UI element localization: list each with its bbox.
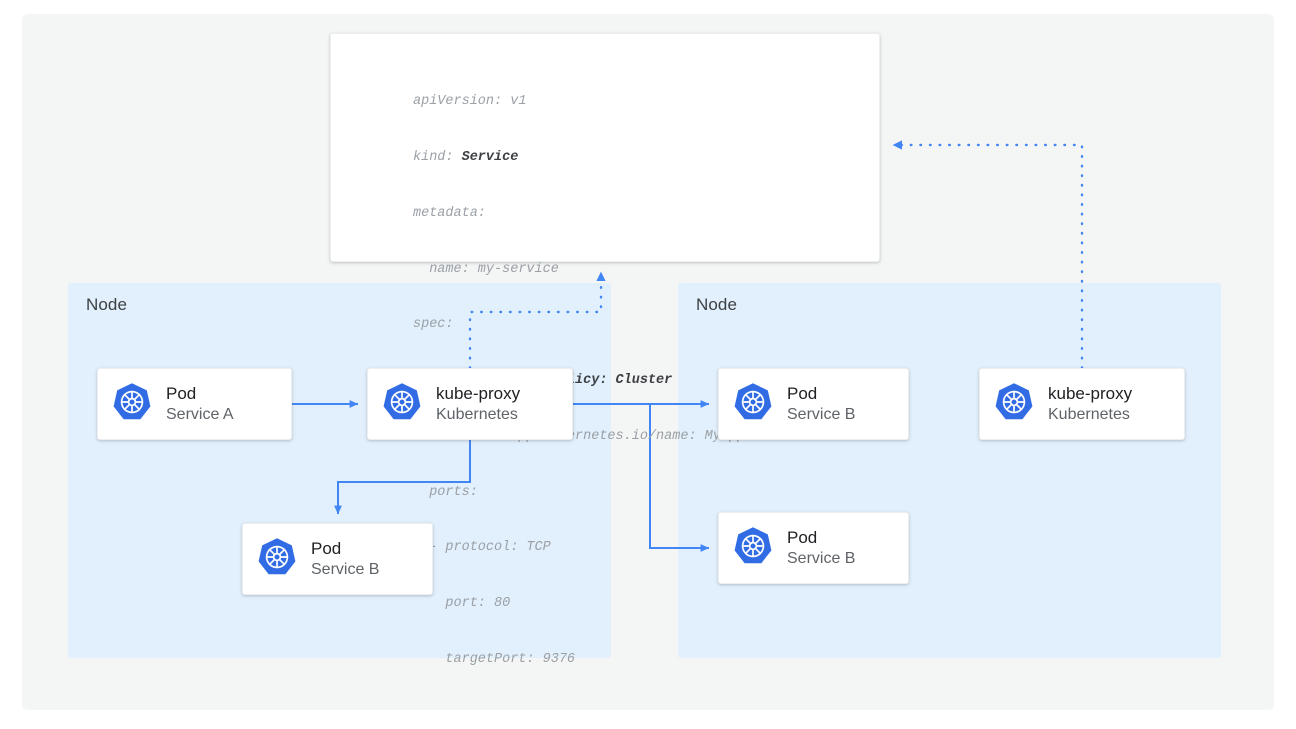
yaml-value-kind: Service [461, 149, 519, 165]
pod-service-b-left-text: Pod Service B [311, 538, 379, 580]
kubernetes-icon [994, 382, 1034, 427]
pod-service-b-left-title: Pod [311, 538, 342, 558]
node-label-left: Node [86, 295, 128, 314]
yaml-line: apiVersion: v1 [413, 94, 527, 110]
yaml-line: targetPort: 9376 [413, 652, 576, 667]
pod-service-b-left-subtitle: Service B [311, 561, 380, 579]
kube-proxy-right-text: kube-proxy Kubernetes [1048, 383, 1132, 425]
pod-service-a-card[interactable]: Pod Service A [97, 368, 292, 440]
kube-proxy-right-title: kube-proxy [1048, 383, 1133, 403]
kube-proxy-right-card[interactable]: kube-proxy Kubernetes [979, 368, 1185, 440]
pod-service-a-text: Pod Service A [166, 383, 234, 425]
kube-proxy-left-subtitle: Kubernetes [436, 406, 518, 424]
pod-service-b-remote-2-title: Pod [787, 527, 818, 547]
pod-service-b-remote-2-text: Pod Service B [787, 527, 855, 569]
yaml-line: metadata: [413, 205, 486, 221]
kubernetes-icon [382, 382, 422, 427]
yaml-line: port: 80 [413, 596, 511, 612]
kube-proxy-left-card[interactable]: kube-proxy Kubernetes [367, 368, 573, 440]
kubernetes-icon [257, 537, 297, 582]
pod-service-b-remote-1-title: Pod [787, 383, 818, 403]
kubernetes-icon [733, 382, 773, 427]
node-label-right: Node [696, 295, 738, 314]
kubernetes-icon [733, 526, 773, 571]
kube-proxy-left-text: kube-proxy Kubernetes [436, 383, 520, 425]
yaml-line: name: my-service [413, 261, 559, 277]
pod-service-b-remote-1-subtitle: Service B [787, 406, 856, 424]
kube-proxy-right-subtitle: Kubernetes [1048, 406, 1130, 424]
yaml-line: kind: Service [413, 149, 745, 168]
yaml-key-kind: kind: [413, 149, 462, 165]
pod-service-b-remote-2-card[interactable]: Pod Service B [718, 512, 909, 584]
pod-service-b-remote-1-card[interactable]: Pod Service B [718, 368, 909, 440]
pod-service-b-remote-2-subtitle: Service B [787, 550, 856, 568]
service-manifest-card: apiVersion: v1 kind: Service metadata: n… [330, 33, 880, 667]
yaml-line: ports: [413, 484, 478, 500]
pod-service-a-title: Pod [166, 383, 197, 403]
pod-service-a-subtitle: Service A [166, 406, 234, 424]
yaml-line: spec: [413, 317, 454, 333]
kubernetes-icon [112, 382, 152, 427]
pod-service-b-remote-1-text: Pod Service B [787, 383, 855, 425]
yaml-line: - protocol: TCP [413, 540, 551, 556]
node-group-right: Node [678, 283, 1221, 658]
kube-proxy-left-title: kube-proxy [436, 383, 521, 403]
pod-service-b-left-card[interactable]: Pod Service B [242, 523, 433, 595]
